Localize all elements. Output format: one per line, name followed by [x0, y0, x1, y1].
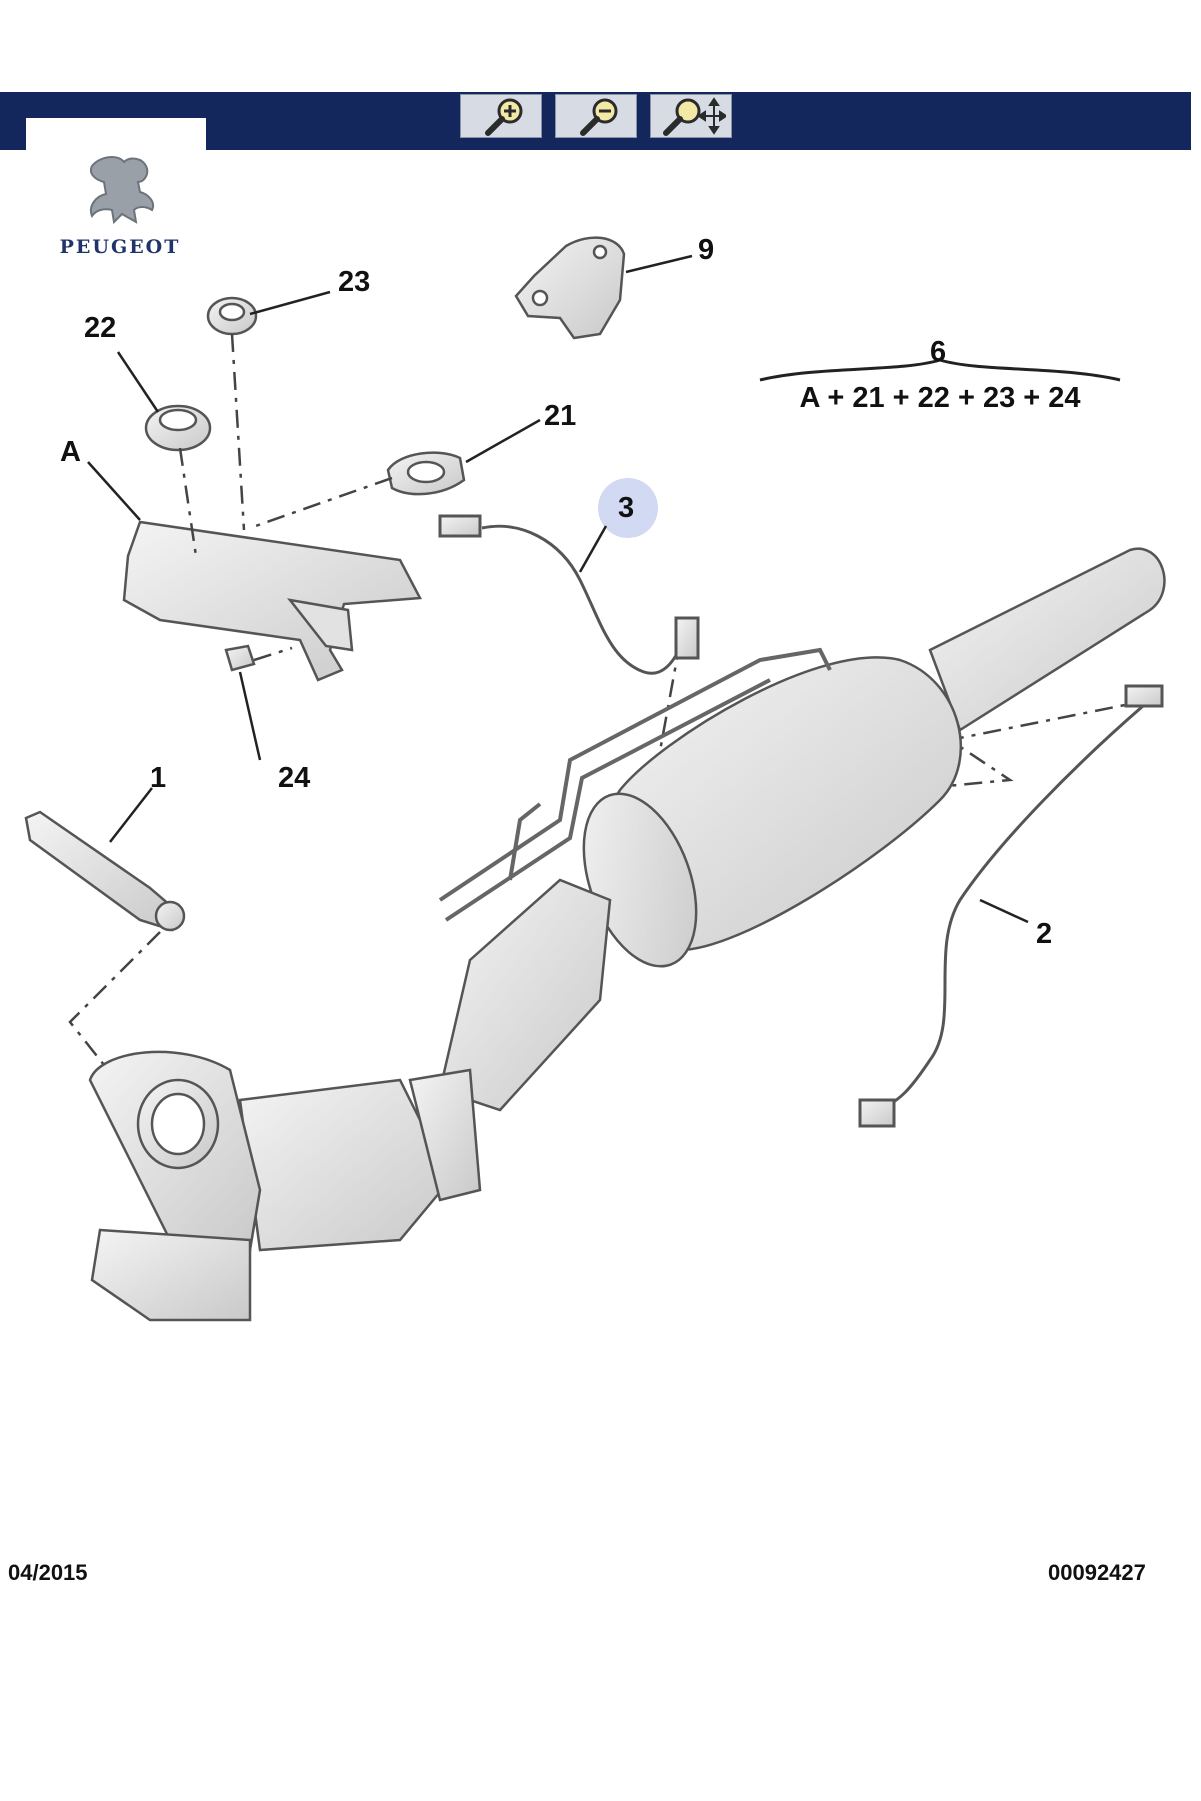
clamp-22[interactable] [144, 404, 212, 452]
bolt-24[interactable] [224, 644, 256, 672]
clamp-23[interactable] [206, 296, 258, 336]
footer-code: 00092427 [1048, 1560, 1146, 1585]
callout-6[interactable]: 6 [930, 336, 947, 368]
brace-6 [759, 358, 1121, 382]
kit-formula: A + 21 + 22 + 23 + 24 [799, 382, 1081, 414]
pipe-tubes [438, 647, 832, 922]
footer-date: 04/2015 [8, 1560, 88, 1585]
callout-9[interactable]: 9 [698, 234, 715, 266]
callout-21[interactable]: 21 [544, 400, 577, 432]
callout-3[interactable]: 3 [618, 492, 635, 524]
callout-22[interactable]: 22 [84, 312, 117, 344]
bracket-a[interactable] [122, 520, 422, 682]
brand-name: PEUGEOT [59, 236, 181, 258]
zoom-in-icon [485, 98, 523, 136]
sensor-3[interactable] [438, 514, 700, 675]
peugeot-lion-logo [90, 156, 154, 225]
zoom-in-button[interactable] [460, 94, 542, 138]
callout-24[interactable]: 24 [278, 762, 311, 794]
callout-1[interactable]: 1 [150, 762, 167, 794]
clamp-21[interactable] [386, 451, 466, 496]
particulate-filter[interactable] [562, 656, 962, 981]
zoom-out-icon [580, 98, 618, 136]
callout-23[interactable]: 23 [338, 266, 371, 298]
bracket-9[interactable] [514, 236, 626, 340]
logo-tab [26, 118, 206, 152]
exhaust-pipe-tail[interactable] [928, 547, 1166, 732]
callout-leaders [87, 254, 1029, 924]
catalytic-converter[interactable] [88, 878, 612, 1322]
pan-button[interactable] [650, 94, 732, 138]
callout-3-highlight [598, 478, 658, 538]
zoom-out-button[interactable] [555, 94, 637, 138]
callout-a[interactable]: A [60, 436, 81, 468]
pan-icon [663, 97, 726, 136]
sensor-2[interactable] [858, 684, 1164, 1128]
sensor-1[interactable] [24, 810, 186, 932]
callout-2[interactable]: 2 [1036, 918, 1053, 950]
